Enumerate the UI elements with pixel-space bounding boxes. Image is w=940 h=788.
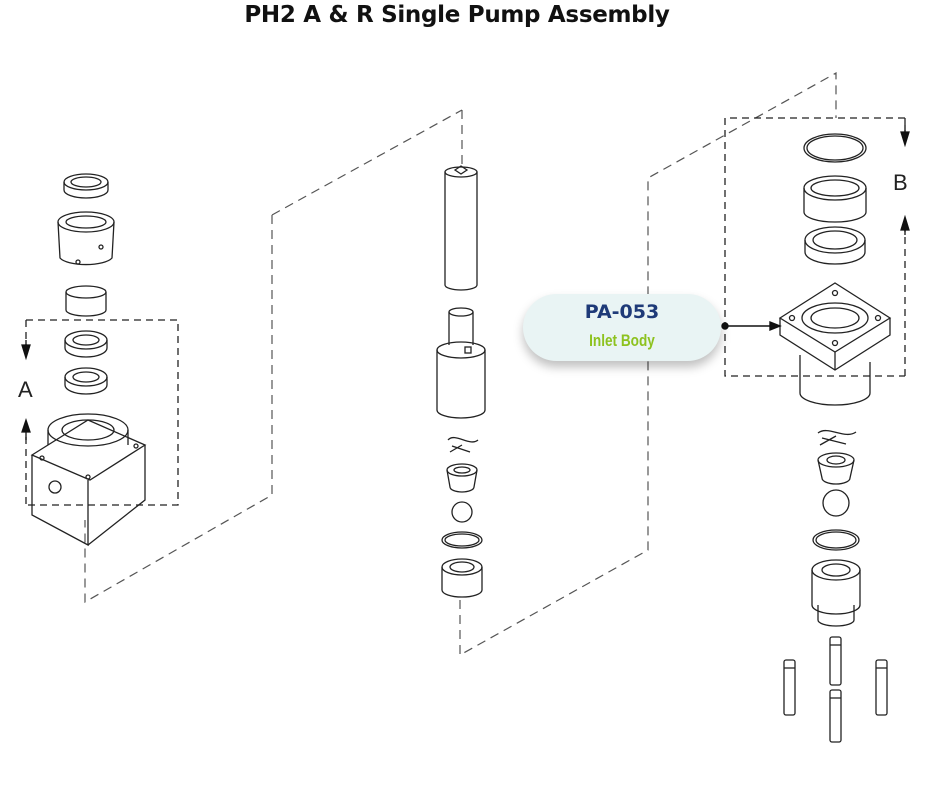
section-a-label: A [18, 377, 33, 402]
left-seal-ring [63, 173, 109, 199]
left-seal-1 [64, 330, 108, 358]
left-seal-2 [64, 367, 108, 395]
section-b-arrows [900, 125, 910, 235]
middle-check-ball [451, 501, 473, 523]
right-clip [817, 429, 857, 446]
middle-valve-seat [441, 558, 483, 598]
exploded-path-left [84, 109, 463, 604]
right-valve-seat [811, 559, 861, 627]
bolt-center-top [829, 636, 842, 686]
part-name: Inlet Body [589, 331, 655, 350]
part-callout[interactable]: PA-053 Inlet Body [523, 294, 721, 361]
piston [436, 307, 486, 419]
bolt-right [875, 659, 888, 716]
left-pump-body [30, 413, 147, 547]
page-title: PH2 A & R Single Pump Assembly [244, 2, 670, 28]
right-valve-cage [817, 452, 855, 485]
callout-leader [721, 320, 782, 332]
section-a-bracket [25, 319, 179, 506]
right-o-ring-top [803, 133, 867, 163]
right-o-ring [812, 529, 860, 551]
middle-valve-cage [446, 463, 478, 493]
middle-clip [447, 436, 479, 453]
right-check-ball [822, 489, 850, 517]
right-throat-sleeve [803, 175, 867, 223]
part-number: PA-053 [584, 301, 660, 323]
inlet-body [778, 282, 892, 406]
middle-o-ring [441, 531, 483, 549]
section-b-label: B [893, 170, 908, 195]
bolt-center-bottom [829, 689, 842, 743]
piston-rod [444, 165, 478, 291]
exploded-path-right [459, 71, 837, 657]
left-sleeve [65, 285, 107, 317]
left-packing-nut [57, 211, 115, 266]
section-a-arrows [21, 340, 31, 440]
right-seal [804, 226, 866, 265]
bolt-left [783, 659, 796, 716]
